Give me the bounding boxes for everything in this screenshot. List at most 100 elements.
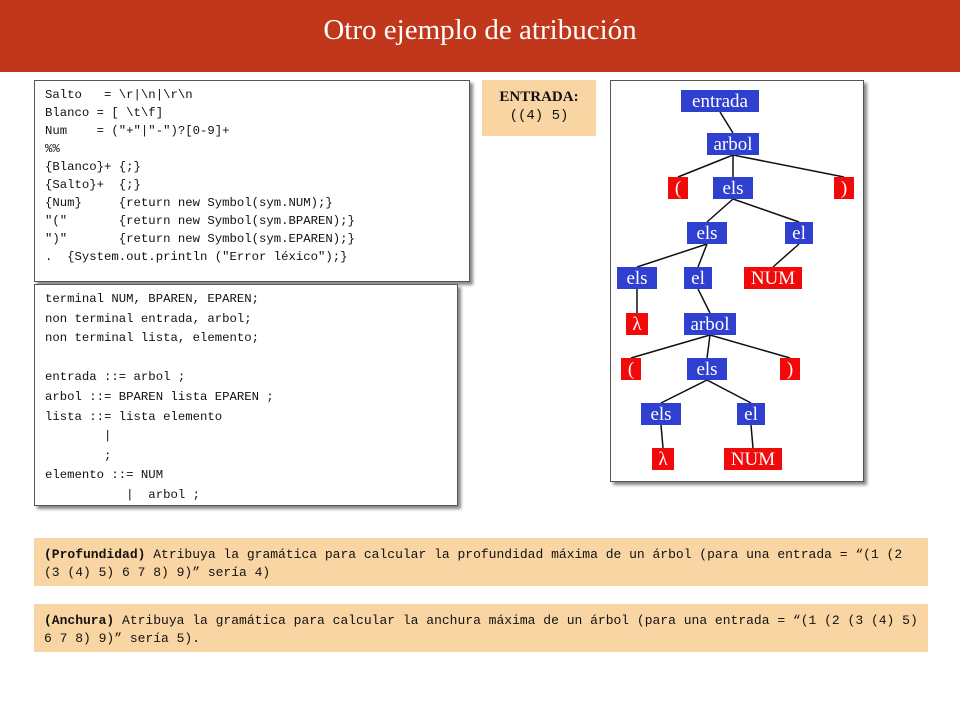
tree-node-nonterminal: els bbox=[617, 267, 657, 289]
grammar-line: | arbol ; bbox=[45, 487, 200, 502]
lexer-line: {Blanco}+ {;} bbox=[45, 160, 141, 174]
tree-node-nonterminal: el bbox=[737, 403, 765, 425]
title-bar: Otro ejemplo de atribución bbox=[0, 0, 960, 72]
tree-node-label: els bbox=[650, 404, 671, 425]
tree-node-nonterminal: arbol bbox=[707, 133, 759, 155]
tree-node-box bbox=[684, 267, 712, 289]
tree-node-box bbox=[744, 267, 802, 289]
grammar-line: elemento ::= NUM bbox=[45, 468, 164, 483]
tree-edge bbox=[706, 334, 711, 359]
tree-node-box bbox=[785, 222, 813, 244]
tree-node-box bbox=[652, 448, 674, 470]
grammar-line: lista ::= lista elemento bbox=[45, 409, 223, 424]
tree-edge bbox=[630, 334, 711, 359]
grammar-line: terminal NUM, BPAREN, EPAREN; bbox=[45, 292, 260, 306]
tree-node-terminal: λ bbox=[626, 313, 648, 335]
lexer-line: "(" {return new Symbol(sym.BPAREN);} bbox=[45, 214, 355, 228]
tree-node-label: ( bbox=[628, 359, 634, 380]
tree-node-box bbox=[621, 358, 641, 380]
tree-node-terminal: ( bbox=[621, 358, 641, 380]
tree-node-nonterminal: els bbox=[687, 358, 727, 380]
lexer-line: ")" {return new Symbol(sym.EPAREN);} bbox=[45, 232, 355, 246]
tree-edge bbox=[677, 154, 734, 178]
tree-node-box bbox=[684, 313, 736, 335]
tree-node-nonterminal: el bbox=[785, 222, 813, 244]
slide-title: Otro ejemplo de atribución bbox=[323, 14, 637, 46]
task-depth-text: Atribuya la gramática para calcular la p… bbox=[44, 547, 903, 580]
tree-edge bbox=[732, 198, 800, 223]
tree-node-label: entrada bbox=[692, 91, 748, 112]
tree-node-label: el bbox=[792, 223, 806, 244]
grammar-line: | bbox=[45, 429, 112, 444]
tree-edge bbox=[750, 424, 754, 449]
lexer-line: %% bbox=[45, 142, 60, 156]
grammar-line: arbol ::= BPAREN lista EPAREN ; bbox=[45, 389, 274, 404]
tree-node-nonterminal: entrada bbox=[681, 90, 759, 112]
tree-node-box bbox=[687, 358, 727, 380]
tree-node-nonterminal: els bbox=[713, 177, 753, 199]
tree-node-label: ) bbox=[841, 178, 847, 199]
tree-node-terminal: ( bbox=[668, 177, 688, 199]
tree-edge bbox=[697, 288, 711, 314]
tree-node-nonterminal: els bbox=[687, 222, 727, 244]
grammar-line: ; bbox=[45, 448, 112, 463]
tree-node-label: arbol bbox=[713, 134, 752, 155]
tree-edge bbox=[660, 424, 664, 449]
task-width-title: (Anchura) bbox=[44, 613, 115, 628]
tree-node-box bbox=[780, 358, 800, 380]
tree-node-label: ) bbox=[787, 359, 793, 380]
tree-edge bbox=[719, 111, 734, 134]
tree-edge bbox=[706, 379, 752, 404]
tree-node-box bbox=[617, 267, 657, 289]
tree-node-label: NUM bbox=[731, 449, 775, 470]
input-box: ENTRADA: ((4) 5) bbox=[482, 80, 596, 136]
tree-edge bbox=[706, 198, 734, 223]
tree-edge bbox=[697, 243, 708, 268]
tree-node-nonterminal: arbol bbox=[684, 313, 736, 335]
grammar-line: non terminal lista, elemento; bbox=[45, 331, 260, 346]
tree-node-box bbox=[724, 448, 782, 470]
grammar-line: entrada ::= arbol ; bbox=[45, 370, 186, 385]
lexer-line: . {System.out.println ("Error léxico");} bbox=[45, 250, 348, 264]
tree-node-terminal: λ bbox=[652, 448, 674, 470]
grammar-line bbox=[45, 349, 457, 369]
input-value: ((4) 5) bbox=[509, 108, 569, 124]
tree-node-box bbox=[713, 177, 753, 199]
tree-node-terminal: NUM bbox=[724, 448, 782, 470]
tree-node-box bbox=[834, 177, 854, 199]
lexer-line: Num = ("+"|"-")?[0-9]+ bbox=[45, 124, 230, 138]
tree-node-nonterminal: el bbox=[684, 267, 712, 289]
tree-node-terminal: ) bbox=[780, 358, 800, 380]
tree-edge bbox=[732, 154, 845, 178]
tree-node-box bbox=[737, 403, 765, 425]
tree-node-label: arbol bbox=[690, 314, 729, 335]
task-depth: (Profundidad) Atribuya la gramática para… bbox=[34, 538, 928, 586]
tree-node-label: ( bbox=[675, 178, 681, 199]
tree-edge bbox=[636, 243, 708, 268]
grammar-line: non terminal entrada, arbol; bbox=[45, 311, 252, 326]
tree-node-box bbox=[626, 313, 648, 335]
tree-node-terminal: NUM bbox=[744, 267, 802, 289]
tree-node-label: els bbox=[626, 268, 647, 289]
lexer-line: Salto = \r|\n|\r\n bbox=[45, 88, 193, 102]
tree-node-box bbox=[668, 177, 688, 199]
tree-node-label: λ bbox=[658, 449, 668, 470]
task-width-text: Atribuya la gramática para calcular la a… bbox=[44, 613, 918, 646]
tree-node-box bbox=[641, 403, 681, 425]
tree-edge bbox=[772, 243, 800, 268]
tree-node-label: els bbox=[722, 178, 743, 199]
tree-node-nonterminal: els bbox=[641, 403, 681, 425]
tree-node-label: λ bbox=[632, 314, 642, 335]
tree-edge bbox=[709, 334, 791, 359]
tree-edge bbox=[660, 379, 708, 404]
tree-node-label: el bbox=[744, 404, 758, 425]
tree-node-box bbox=[707, 133, 759, 155]
tree-node-box bbox=[687, 222, 727, 244]
tree-node-label: els bbox=[696, 223, 717, 244]
tree-node-label: NUM bbox=[751, 268, 795, 289]
tree-node-terminal: ) bbox=[834, 177, 854, 199]
lexer-line: Blanco = [ \t\f] bbox=[45, 106, 164, 120]
